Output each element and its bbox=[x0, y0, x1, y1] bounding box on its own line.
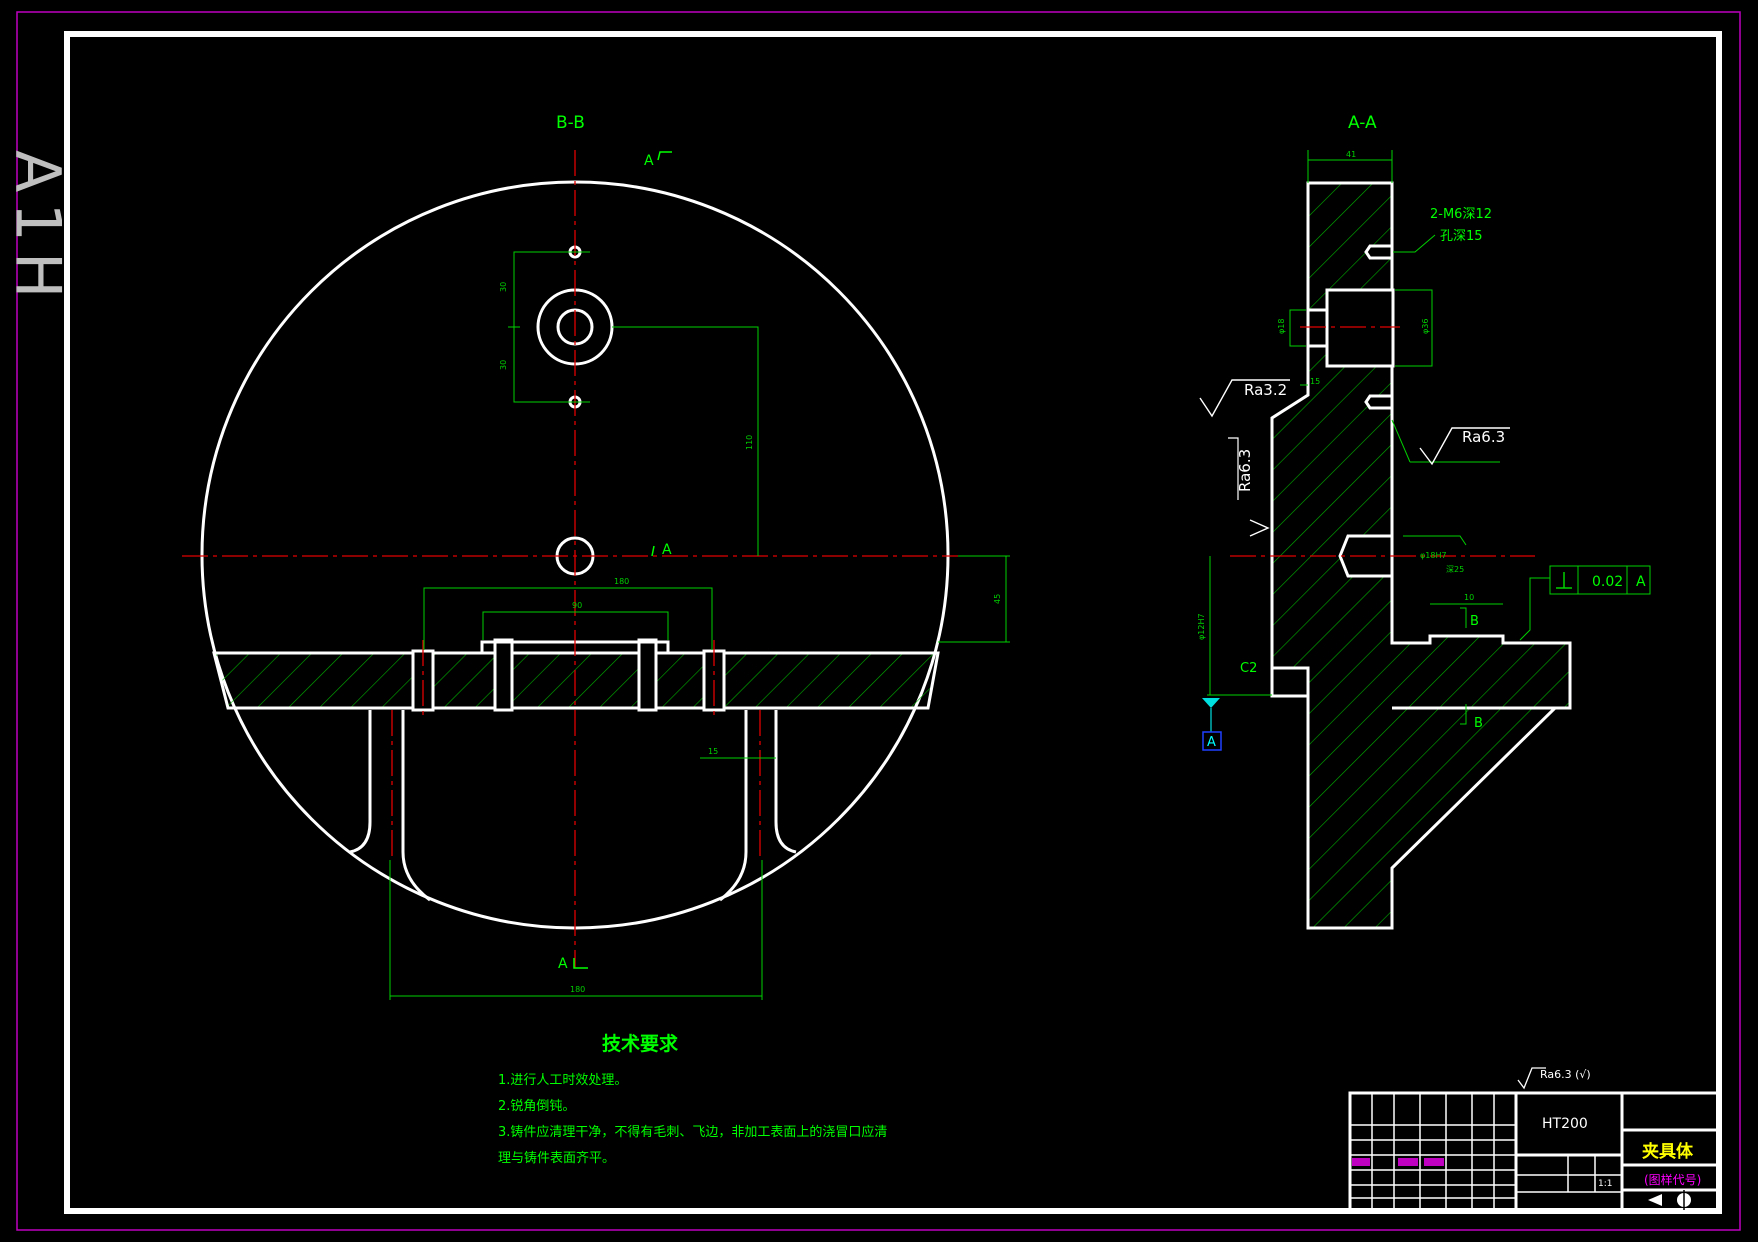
svg-text:110: 110 bbox=[745, 435, 754, 450]
thread-note-1: 2-M6深12 bbox=[1430, 207, 1492, 222]
right-view-aa: A-A bbox=[1197, 113, 1651, 930]
aa-section-body bbox=[1270, 181, 1572, 930]
tech-requirements: 技术要求 1.进行人工时效处理。 2.锐角倒钝。 3.铸件应清理干净，不得有毛刺… bbox=[498, 1032, 887, 1166]
left-leg-inner bbox=[401, 710, 431, 902]
surface-finish-note: Ra6.3 (√) bbox=[1540, 1068, 1591, 1081]
tech-req-item-3: 3.铸件应清理干净，不得有毛刺、飞边，非加工表面上的浇冒口应清 bbox=[498, 1124, 887, 1140]
drawing-frame bbox=[64, 31, 1722, 1214]
svg-text:10: 10 bbox=[1464, 593, 1474, 602]
tech-req-title: 技术要求 bbox=[602, 1032, 679, 1055]
view-title-bb: B-B bbox=[556, 113, 585, 133]
thread-note-2: 孔深15 bbox=[1440, 229, 1483, 244]
tolerance-datum: A bbox=[1636, 574, 1646, 590]
title-block bbox=[1348, 1091, 1720, 1213]
tech-req-item-1: 1.进行人工时效处理。 bbox=[498, 1073, 627, 1088]
tolerance-value: 0.02 bbox=[1592, 574, 1623, 590]
svg-text:15: 15 bbox=[1310, 377, 1320, 386]
drawing-number: (图样代号) bbox=[1644, 1172, 1701, 1187]
svg-text:41: 41 bbox=[1346, 150, 1356, 159]
svg-text:φ18H7: φ18H7 bbox=[1420, 551, 1447, 560]
cut-label-top: A bbox=[644, 153, 654, 169]
material-label: HT200 bbox=[1542, 1116, 1588, 1132]
roughness-ra63-left: Ra6.3 bbox=[1236, 449, 1254, 492]
sheet-size-label: A1H bbox=[2, 150, 75, 308]
section-b-bottom: B bbox=[1474, 716, 1483, 731]
datum-box bbox=[1202, 731, 1222, 751]
roughness-ra63-right: Ra6.3 bbox=[1462, 428, 1505, 446]
svg-text:φ18: φ18 bbox=[1277, 319, 1286, 334]
datum-triangle bbox=[1202, 698, 1220, 708]
tech-req-item-4: 理与铸件表面齐平。 bbox=[498, 1150, 615, 1166]
scale-label: 1:1 bbox=[1598, 1179, 1612, 1189]
left-view-bb: 30 30 110 45 180 90 180 15 B-B A A A bbox=[182, 113, 1010, 1000]
roughness-ra32: Ra3.2 bbox=[1244, 381, 1287, 399]
datum-label: A bbox=[1207, 735, 1216, 750]
svg-text:30: 30 bbox=[499, 282, 508, 292]
svg-text:180: 180 bbox=[570, 985, 585, 994]
svg-text:90: 90 bbox=[572, 601, 582, 610]
right-leg-inner bbox=[719, 710, 748, 902]
svg-text:深25: 深25 bbox=[1446, 565, 1464, 574]
svg-text:φ36: φ36 bbox=[1421, 319, 1430, 334]
sheet-outer-border bbox=[16, 11, 1741, 1231]
projection-symbol-icon bbox=[1648, 1190, 1691, 1210]
svg-text:15: 15 bbox=[708, 747, 718, 756]
svg-text:30: 30 bbox=[499, 360, 508, 370]
section-strip bbox=[212, 651, 940, 710]
svg-text:φ12H7: φ12H7 bbox=[1197, 613, 1206, 640]
chamfer-label: C2 bbox=[1240, 661, 1257, 676]
right-leg-outer bbox=[774, 710, 797, 854]
part-name: 夹具体 bbox=[1642, 1141, 1694, 1162]
svg-text:180: 180 bbox=[614, 577, 629, 586]
left-leg-outer bbox=[349, 710, 372, 854]
section-b-top: B bbox=[1470, 614, 1479, 629]
cut-label-bottom: A bbox=[558, 956, 568, 972]
cut-label-mid: A bbox=[662, 542, 672, 558]
tech-req-item-2: 2.锐角倒钝。 bbox=[498, 1099, 575, 1114]
view-title-aa: A-A bbox=[1348, 113, 1377, 133]
svg-text:45: 45 bbox=[993, 594, 1002, 604]
aa-bore-cutout bbox=[1325, 288, 1395, 368]
